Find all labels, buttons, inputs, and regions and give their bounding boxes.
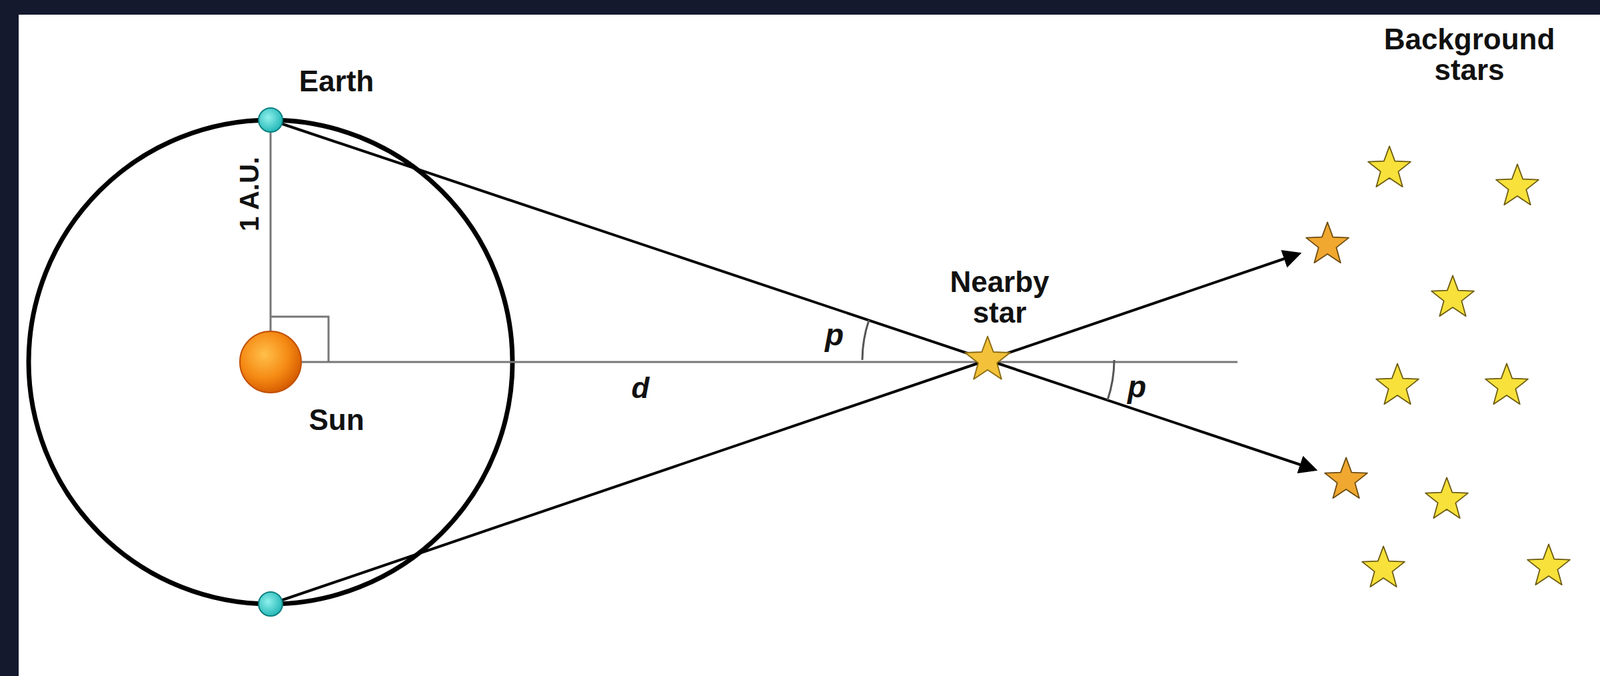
sight-arrow <box>987 359 1315 470</box>
background-star <box>1431 275 1475 316</box>
earth-label: Earth <box>299 65 374 97</box>
distance-label: 1 A.U. <box>235 156 264 232</box>
background-star <box>1496 163 1539 205</box>
earth-symbol <box>258 591 283 616</box>
background-star <box>1324 457 1368 498</box>
distance-line <box>270 361 1238 364</box>
background-star <box>1368 145 1411 187</box>
sight-line <box>270 359 988 604</box>
sight-line <box>270 119 988 360</box>
angle-arc <box>862 319 869 360</box>
earth-symbol <box>258 107 283 132</box>
distance-symbol: d <box>631 372 650 404</box>
angle-label: p <box>1127 370 1147 403</box>
background-star <box>1306 221 1349 263</box>
background-star <box>1425 477 1469 518</box>
nearby-star-label: Nearby star <box>939 266 1060 328</box>
angle-arc <box>1107 359 1115 400</box>
radius-line <box>269 119 272 362</box>
sun-symbol <box>239 331 302 393</box>
nearby-star <box>964 335 1011 379</box>
background-star <box>1376 363 1419 404</box>
background-stars-label: Background stars <box>1376 23 1563 86</box>
background-star <box>1527 543 1571 585</box>
background-star <box>1485 363 1529 404</box>
angle-label: p <box>824 318 844 351</box>
background-star <box>1362 545 1405 587</box>
sun-label: Sun <box>308 404 364 436</box>
